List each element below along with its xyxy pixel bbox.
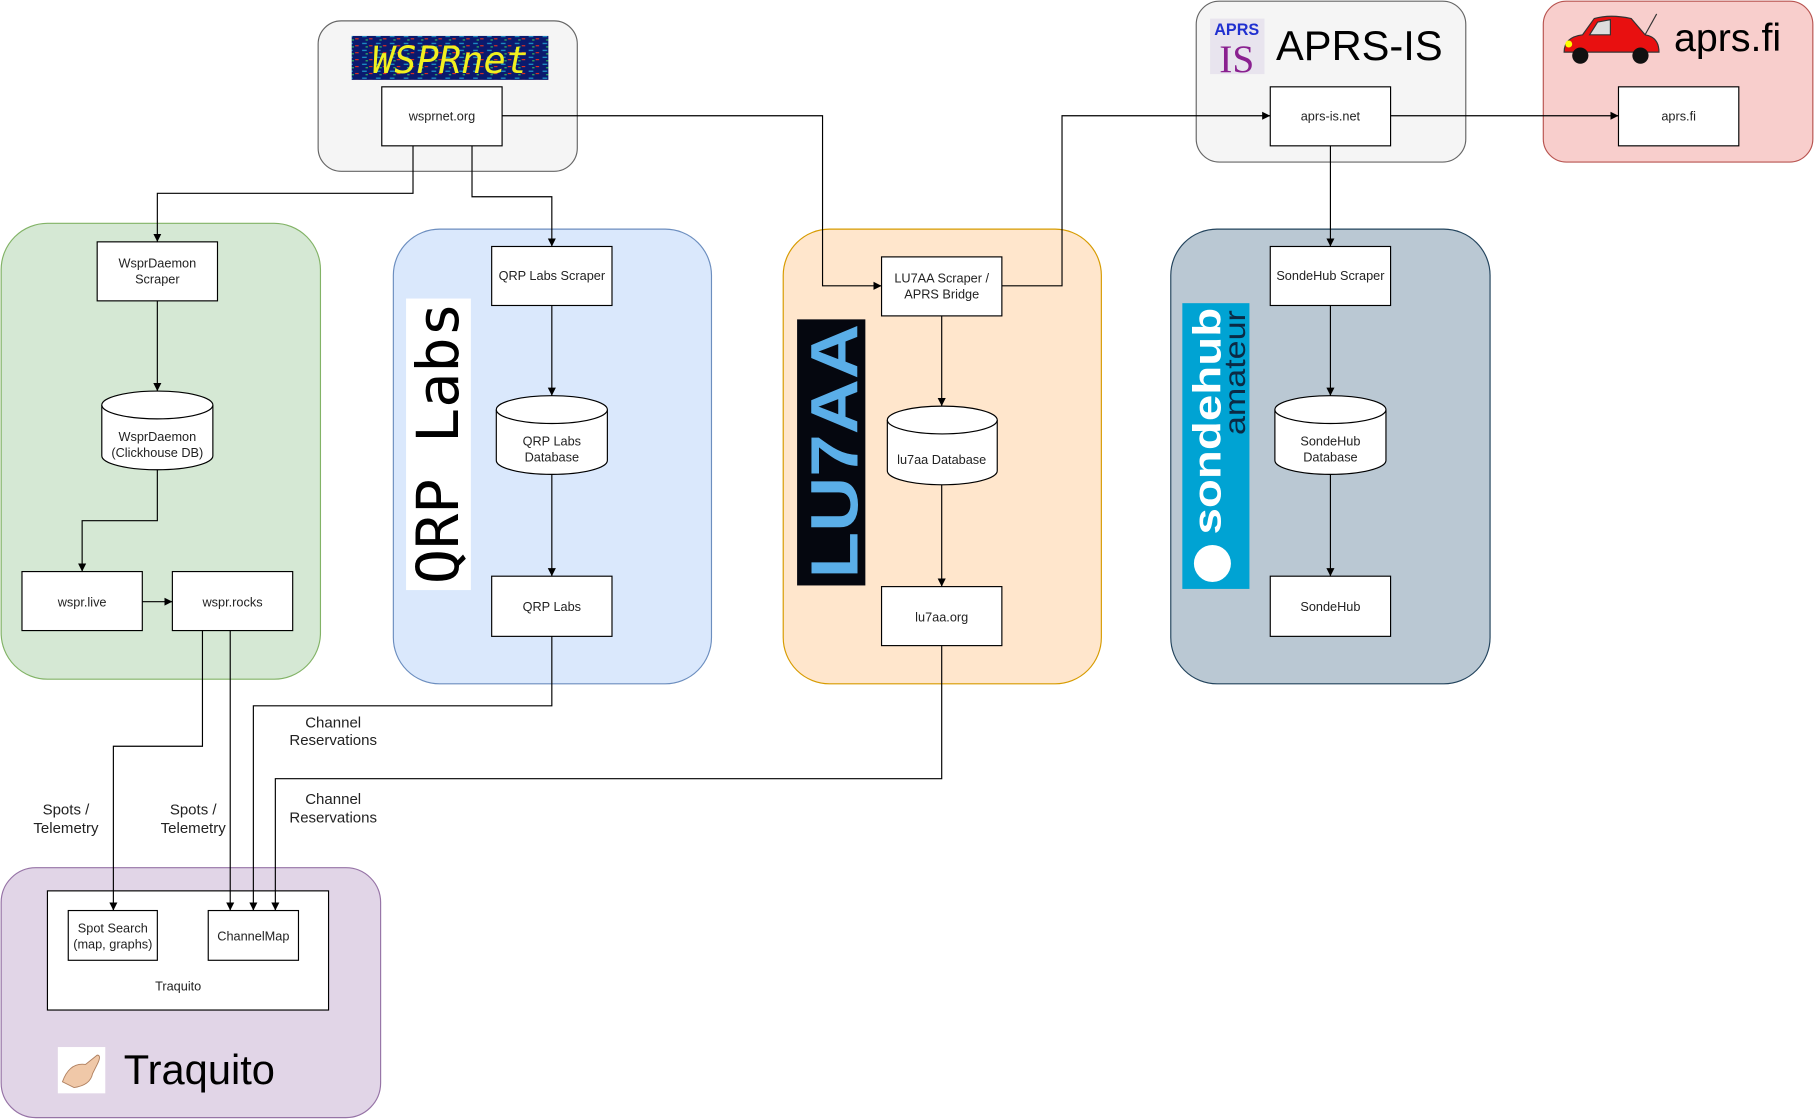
aprs-logo-top: APRS [1214, 21, 1259, 39]
spot-search-label-1: Spot Search [78, 921, 148, 936]
lu7aa-logo-text: LU7AA [797, 324, 872, 579]
wsprdaemon-scraper-label-2: Scraper [135, 272, 180, 287]
node-sondehub-scraper[interactable] [1269, 245, 1392, 307]
channelmap-label: ChannelMap [217, 929, 289, 944]
qrp-labs-label: QRP Labs [523, 599, 581, 614]
qrp-labs-logo-text: QRP Labs [404, 302, 472, 584]
group-wsprdaemon: WsprDaemon Scraper WsprDaemon (Clickhous… [0, 222, 322, 680]
edge-wsprrocks-to-spotsearch [109, 630, 204, 911]
node-sondehub[interactable] [1269, 575, 1392, 637]
edge-wsprnet-to-wsprdaemon [153, 145, 414, 242]
spot-search-label-2: (map, graphs) [73, 937, 152, 952]
sondehub-logo-text: sondehub [1186, 308, 1230, 535]
group-qrp-labs: QRP Labs QRP Labs Scraper QRP Labs Datab… [392, 228, 713, 685]
node-qrp-labs[interactable] [491, 575, 613, 637]
aprs-logo-bottom: IS [1219, 37, 1254, 81]
edge-label-channel-res-2a: Channel [305, 791, 361, 808]
edge-labels: Channel Reservations Channel Reservation… [33, 710, 382, 837]
node-wsprdaemon-scraper[interactable] [96, 241, 219, 302]
qrp-labs-logo [406, 298, 471, 591]
node-wspr-rocks[interactable] [171, 570, 294, 632]
edge-label-spots-1b: Telemetry [33, 820, 99, 837]
node-qrp-labs-scraper[interactable] [491, 245, 613, 307]
qrp-labs-db-label-1: QRP Labs [523, 433, 581, 448]
wspr-live-label: wspr.live [57, 594, 107, 609]
node-lu7aa-db[interactable] [886, 405, 998, 486]
globe-icon [1193, 544, 1231, 582]
edge-label-channel-res-1b: Reservations [289, 732, 377, 749]
lu7aa-logo [797, 319, 866, 586]
edge-label-spots-2a: Spots / [170, 802, 218, 819]
sondehub-db-label-1: SondeHub [1300, 433, 1360, 448]
node-aprs-fi[interactable] [1617, 86, 1740, 147]
node-qrp-labs-db[interactable] [495, 395, 608, 475]
node-wsprdaemon-db[interactable] [101, 390, 214, 471]
aprs-is-title: APRS-IS [1276, 22, 1443, 69]
edge-wsprnet-to-lu7aa [502, 115, 882, 290]
wsprdaemon-db-label-1: WsprDaemon [118, 429, 196, 444]
edges [78, 111, 1619, 911]
edge-lu7aa-to-channelmap [271, 645, 943, 911]
edge-lu7aa-to-aprsis [1001, 111, 1271, 287]
node-wspr-live[interactable] [21, 570, 143, 632]
lu7aa-scraper-label-1: LU7AA Scraper / [894, 270, 989, 285]
sondehub-logo [1182, 303, 1250, 589]
sondehub-label: SondeHub [1300, 599, 1360, 614]
car-icon [1563, 13, 1660, 64]
edge-label-spots-2b: Telemetry [161, 820, 227, 837]
node-wsprnet-org-label: wsprnet.org [408, 108, 475, 123]
edge-label-channel-res-2b: Reservations [289, 810, 377, 827]
group-wsprnet: WSPRnet wsprnet.org [317, 20, 578, 172]
node-lu7aa-org[interactable] [880, 586, 1003, 647]
group-aprs-is: APRS IS APRS-IS aprs-is.net [1195, 0, 1467, 163]
lu7aa-scraper-label-2: APRS Bridge [904, 287, 979, 302]
edge-label-spots-1a: Spots / [43, 802, 91, 819]
wsprnet-logo: WSPRnet [351, 35, 549, 82]
node-aprs-is-net[interactable] [1269, 86, 1392, 147]
lu7aa-org-label: lu7aa.org [915, 609, 968, 624]
sondehub-logo-sub: amateur [1219, 310, 1252, 435]
wspr-rocks-label: wspr.rocks [201, 594, 262, 609]
qrp-labs-scraper-label: QRP Labs Scraper [499, 268, 606, 283]
group-sondehub: sondehub amateur SondeHub Scraper SondeH… [1170, 228, 1491, 685]
node-aprs-is-net-label: aprs-is.net [1301, 108, 1361, 123]
node-sondehub-db[interactable] [1274, 395, 1387, 475]
qrp-labs-db-label-2: Database [525, 450, 579, 465]
sondehub-db-label-2: Database [1303, 450, 1357, 465]
edge-qrplabs-to-channelmap [249, 636, 553, 911]
aprs-is-logo: APRS IS [1210, 18, 1265, 81]
wsprdaemon-db-label-2: (Clickhouse DB) [111, 445, 203, 460]
node-wsprnet-org[interactable] [381, 86, 503, 147]
edge-wsprnet-to-qrplabs [471, 145, 556, 247]
lu7aa-db-label: lu7aa Database [897, 452, 986, 467]
node-lu7aa-scraper[interactable] [880, 256, 1003, 317]
node-aprs-fi-label: aprs.fi [1661, 108, 1696, 123]
group-aprs-fi: aprs.fi aprs.fi [1542, 0, 1814, 163]
wsprnet-logo-text: WSPRnet [372, 39, 528, 82]
traquito-title: Traquito [124, 1046, 275, 1093]
aprs-fi-title: aprs.fi [1674, 16, 1781, 60]
sondehub-scraper-label: SondeHub Scraper [1276, 268, 1385, 283]
traquito-app-label: Traquito [155, 978, 201, 993]
node-channelmap[interactable] [207, 909, 300, 961]
wsprdaemon-scraper-label-1: WsprDaemon [118, 255, 196, 270]
group-lu7aa: LU7AA LU7AA Scraper / APRS Bridge lu7aa … [782, 228, 1102, 685]
hand-icon [57, 1047, 106, 1094]
edge-wd-db-to-wsprlive [78, 469, 158, 572]
edge-label-channel-res-1a: Channel [305, 715, 361, 732]
group-traquito: Traquito Spot Search (map, graphs) Chann… [0, 867, 382, 1119]
